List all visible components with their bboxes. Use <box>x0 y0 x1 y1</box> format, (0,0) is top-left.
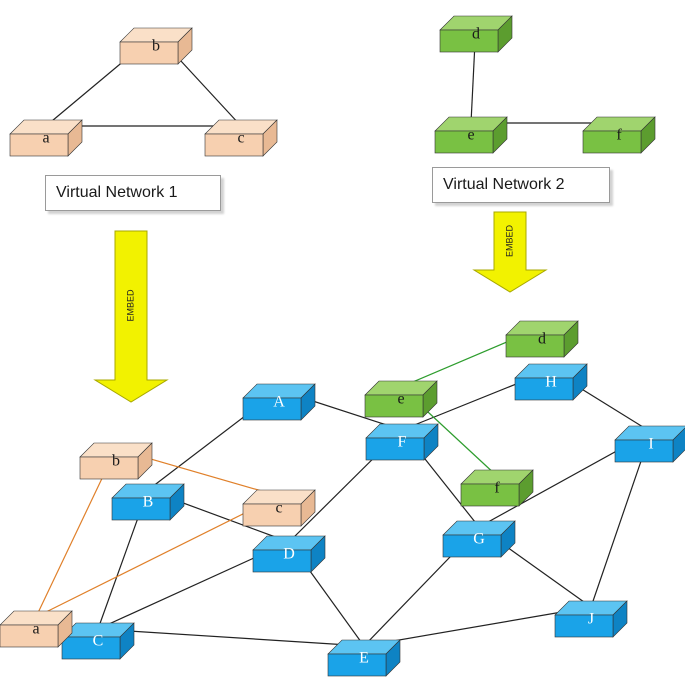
embed-arrows: EMBED EMBED <box>93 211 548 403</box>
node-phys-A: A <box>242 383 316 421</box>
virtual-network-2-caption: Virtual Network 2 <box>432 167 610 203</box>
embed-label: EMBED <box>504 225 514 258</box>
embed-arrow-right: EMBED <box>472 211 548 293</box>
node-label: a <box>42 130 49 147</box>
virtual-network-1-caption: Virtual Network 1 <box>45 175 221 211</box>
node-emb-f: f <box>460 469 534 507</box>
node-label: A <box>273 394 285 411</box>
node-phys-D: D <box>252 535 326 573</box>
node-label: E <box>359 650 369 667</box>
node-label: b <box>112 453 120 470</box>
node-vn2-top-e: e <box>434 116 508 154</box>
node-vn2-top-d: d <box>439 15 513 53</box>
node-emb-e: e <box>364 380 438 418</box>
node-label: c <box>275 500 282 517</box>
node-label: G <box>473 531 485 548</box>
node-emb-a: a <box>0 610 73 648</box>
node-label: a <box>32 621 39 638</box>
node-phys-C: C <box>61 622 135 660</box>
node-label: I <box>648 436 653 453</box>
node-label: e <box>397 391 404 408</box>
node-label: J <box>588 611 594 628</box>
node-label: e <box>467 127 474 144</box>
node-label: D <box>283 546 295 563</box>
node-phys-E: E <box>327 639 401 677</box>
embed-arrow-left: EMBED <box>93 230 169 403</box>
node-label: F <box>398 434 407 451</box>
node-emb-d: d <box>505 320 579 358</box>
node-phys-H: H <box>514 363 588 401</box>
link-phys_C-phys_E <box>97 628 365 647</box>
node-label: B <box>143 494 154 511</box>
node-phys-F: F <box>365 423 439 461</box>
node-label: H <box>545 374 557 391</box>
node-label: f <box>616 127 622 144</box>
node-vn2-top-f: f <box>582 116 656 154</box>
node-vn1-top-b: b <box>119 27 193 65</box>
embed-label: EMBED <box>125 289 135 322</box>
node-emb-c: c <box>242 489 316 527</box>
node-phys-G: G <box>442 520 516 558</box>
node-vn1-top-c: c <box>204 119 278 157</box>
node-label: C <box>93 633 104 650</box>
link-phys_E-phys_J <box>363 606 592 647</box>
node-label: d <box>472 26 480 43</box>
node-vn1-top-a: a <box>9 119 83 157</box>
node-phys-J: J <box>554 600 628 638</box>
node-label: f <box>494 480 500 497</box>
mapping-link-emb_a-emb_c <box>35 495 280 618</box>
node-phys-B: B <box>111 483 185 521</box>
node-phys-I: I <box>614 425 685 463</box>
node-label: b <box>152 38 160 55</box>
node-emb-b: b <box>79 442 153 480</box>
node-label: d <box>538 331 546 348</box>
node-label: c <box>237 130 244 147</box>
